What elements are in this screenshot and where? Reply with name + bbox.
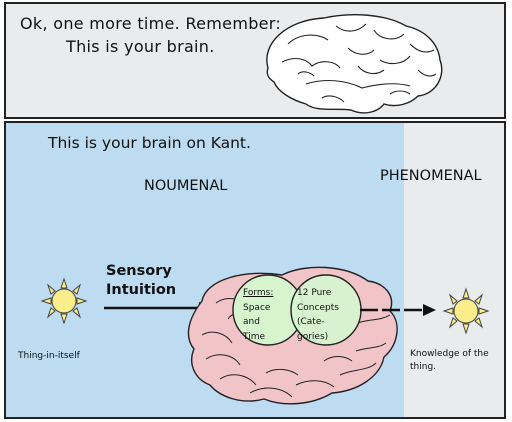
output-arrow-icon [360,304,436,316]
forms-text: Forms: Space and Time [243,286,287,344]
categories-line: (Cate- [297,317,325,327]
bottom-panel: This is your brain on Kant. NOUMENAL PHE… [4,121,506,419]
forms-line: Time [243,331,266,342]
forms-line: Space [243,302,271,313]
intro-line-1: Ok, one more time. Remember: [20,14,282,33]
thing-in-itself-label: Thing-in-itself [18,351,80,361]
brain-illustration [266,14,443,114]
knowledge-line-1: Knowledge of the [410,349,489,359]
intro-line-2: This is your brain. [66,37,215,56]
top-panel: Ok, one more time. Remember: This is you… [4,2,506,119]
panel-caption: This is your brain on Kant. [48,134,251,152]
sensory-intuition-label: Sensory Intuition [106,262,186,300]
categories-line: gories) [297,331,329,342]
sun-icon-left [40,277,88,325]
categories-line: 12 Pure [297,288,332,298]
sensory-line-1: Sensory [106,263,172,279]
forms-line: and [243,317,260,327]
phenomenal-label: PHENOMENAL [380,168,482,184]
knowledge-line-2: thing. [410,362,437,372]
kant-diagram [40,266,490,405]
knowledge-label: Knowledge of the thing. [410,348,504,374]
categories-text: 12 Pure Concepts (Cate- gories) [297,286,353,344]
forms-title: Forms: [243,288,274,298]
categories-line: Concepts [297,302,339,313]
noumenal-label: NOUMENAL [144,178,228,194]
sun-icon-right [442,287,490,335]
sensory-line-2: Intuition [106,282,177,298]
